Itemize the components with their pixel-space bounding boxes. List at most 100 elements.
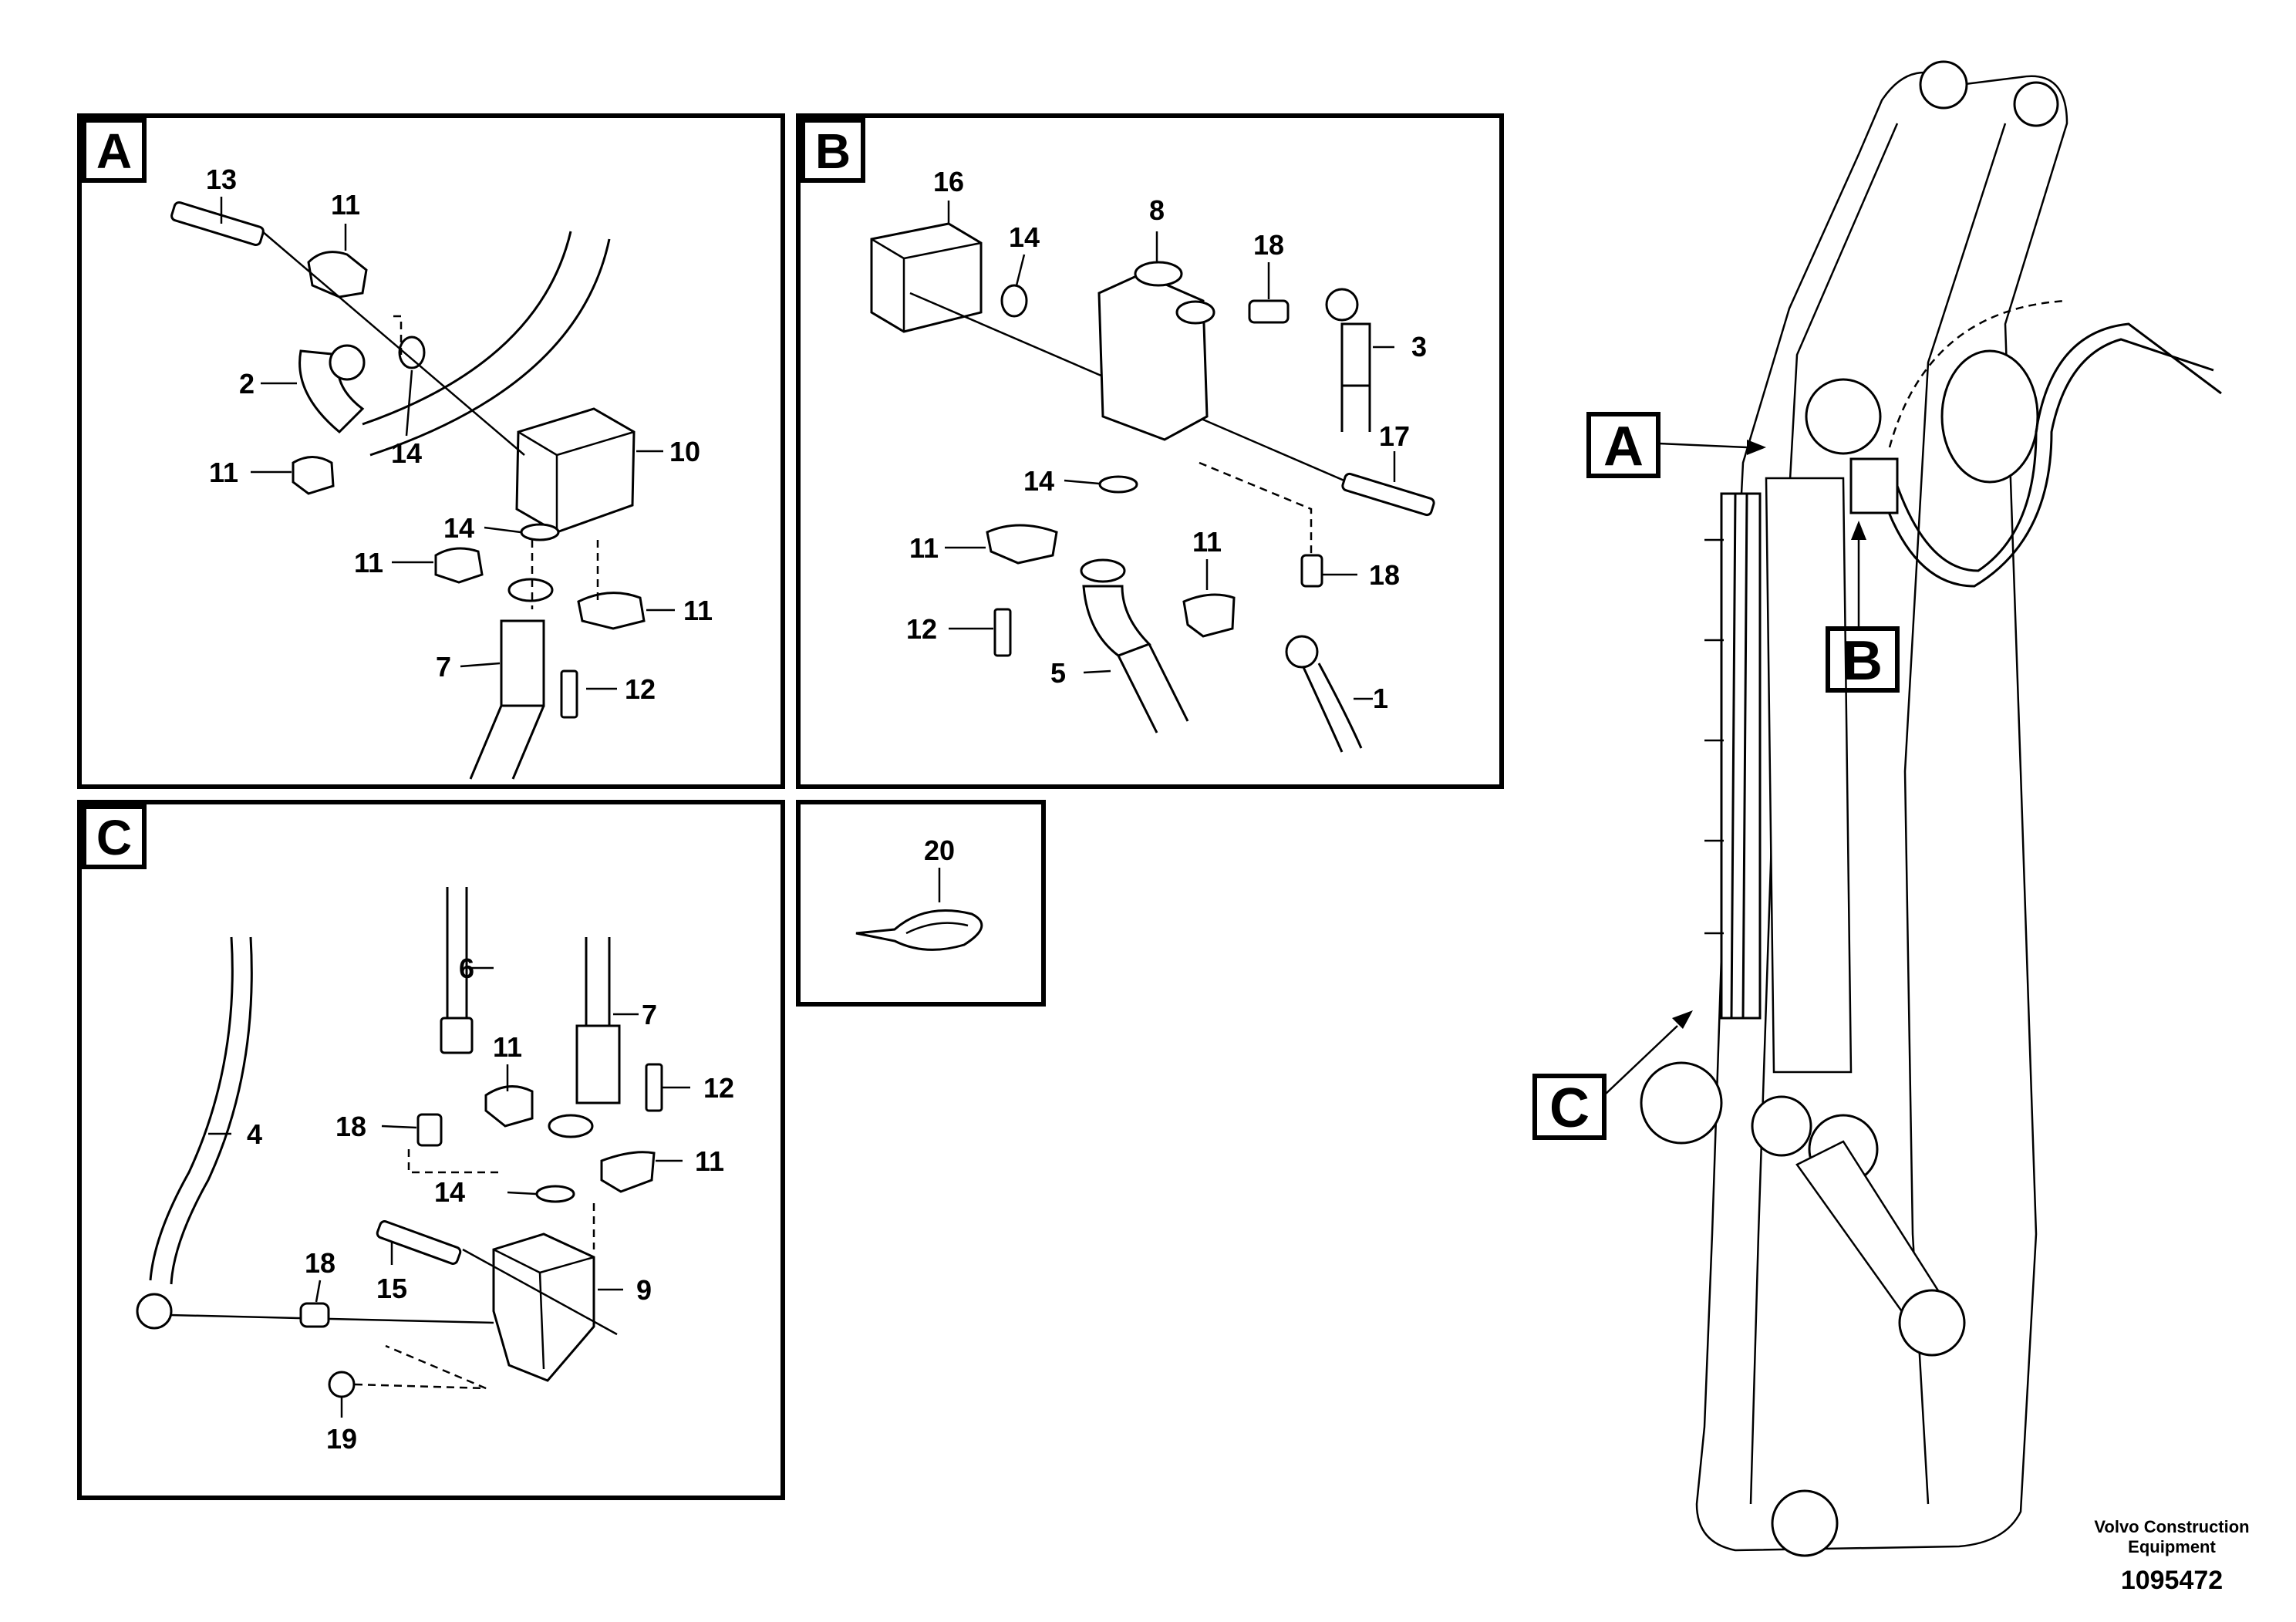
callout-c-box <box>1532 1074 1607 1140</box>
cylinder-upper-mount <box>1805 378 1882 455</box>
cable-tie-20-teeth <box>905 922 969 935</box>
leader-14e <box>507 1191 537 1195</box>
callout-c-arrow <box>1672 1010 1693 1029</box>
label-11: 11 <box>331 189 360 221</box>
panel-c-letter: C <box>96 810 132 865</box>
detail-panel-c: C <box>77 800 785 1500</box>
label-8: 8 <box>1149 194 1165 226</box>
bolt-17 <box>1341 472 1435 517</box>
hose-6-nut <box>440 1017 474 1054</box>
panel-a-letter: A <box>96 123 132 179</box>
panel-a-axis <box>261 231 525 456</box>
leader-5 <box>1083 669 1111 674</box>
label-4: 4 <box>247 1118 262 1150</box>
linkage-pin-lower <box>1898 1289 1966 1357</box>
o-ring-14-lower <box>520 523 560 541</box>
hose-7-ferrule <box>500 619 545 707</box>
detail-panel-a: A <box>77 113 785 789</box>
bolt-15 <box>376 1220 462 1265</box>
panel-c-axis <box>462 1248 618 1336</box>
valve-9-edges <box>493 1248 595 1370</box>
hose-5-elbow <box>1082 585 1151 657</box>
callout-c-line <box>1603 1025 1678 1096</box>
boom-overview: A B C <box>1532 60 2222 1557</box>
label-12: 12 <box>625 673 656 705</box>
hose-5-flange <box>1080 558 1126 583</box>
label-11: 11 <box>493 1031 522 1063</box>
label-14: 14 <box>391 437 422 469</box>
label-12: 12 <box>906 613 937 645</box>
linkage-pin-center <box>1751 1095 1812 1157</box>
fitting-18-lower <box>1300 554 1323 588</box>
hose-1-nut <box>1285 635 1319 669</box>
hose-7-c <box>585 937 611 1026</box>
boom-foot-pin <box>1771 1489 1839 1557</box>
panel-a-frame <box>77 113 785 789</box>
linkage-pin-left <box>1640 1061 1723 1145</box>
screw-12 <box>560 669 578 719</box>
hose-clips <box>1704 538 1724 935</box>
label-12: 12 <box>703 1072 734 1104</box>
callout-b-arrow <box>1851 521 1866 540</box>
label-18: 18 <box>305 1247 335 1279</box>
label-18: 18 <box>1369 559 1400 591</box>
panel-b-letter-box <box>801 118 865 183</box>
leader-7 <box>460 662 501 668</box>
footer-company: Volvo Construction <box>2094 1517 2249 1536</box>
label-18: 18 <box>335 1111 366 1142</box>
callout-a-line <box>1657 442 1748 449</box>
label-16: 16 <box>933 166 964 197</box>
label-11: 11 <box>909 532 939 564</box>
block-16 <box>870 222 983 333</box>
clamp-11-right <box>577 592 646 630</box>
valve-9 <box>492 1233 595 1382</box>
hose-6 <box>446 887 468 1018</box>
leader-14b <box>484 526 521 534</box>
leader-14a <box>405 369 413 437</box>
label-19: 19 <box>326 1423 357 1455</box>
boom-hose-loop-2 <box>1896 322 2222 572</box>
panel-a-dash-2 <box>531 540 599 609</box>
callout-b-letter: B <box>1843 630 1883 692</box>
fitting-18-c-upper <box>416 1113 443 1147</box>
label-18: 18 <box>1253 229 1284 261</box>
hose-7-c-flange <box>548 1114 594 1138</box>
clamp-11-left <box>292 456 335 495</box>
panel-b-frame <box>796 113 1504 789</box>
screw-12-b <box>993 608 1012 657</box>
boom-top-pin <box>1919 60 1968 110</box>
screw-12-c <box>645 1063 663 1112</box>
hose-3 <box>1340 386 1371 432</box>
boom-pivot-plate <box>1940 349 2039 484</box>
callout-b-box <box>1826 626 1900 693</box>
hose-4 <box>149 936 253 1285</box>
label-13: 13 <box>206 164 237 195</box>
hose-1 <box>1302 663 1363 753</box>
label-11: 11 <box>1192 526 1222 558</box>
label-9: 9 <box>636 1274 652 1306</box>
clamp-11-top <box>307 251 368 298</box>
label-17: 17 <box>1379 420 1410 452</box>
label-1: 1 <box>1373 683 1388 714</box>
plug-19 <box>328 1371 356 1398</box>
valve-8-top-port <box>1134 261 1183 287</box>
valve-block-10-edges <box>518 430 635 532</box>
o-ring-14-c <box>535 1185 575 1203</box>
fitting-18 <box>1248 299 1290 324</box>
panel-a-dash-1 <box>393 315 403 355</box>
fitting-18-c-lower <box>299 1302 330 1328</box>
panel-c-axis-lower <box>169 1313 494 1324</box>
label-7: 7 <box>436 651 451 683</box>
panel-a-letter-box <box>82 118 147 183</box>
hose-3-nut <box>1325 288 1359 322</box>
panel-b-letter: B <box>815 123 851 179</box>
boom-top-pin-2 <box>2013 81 2059 127</box>
label-5: 5 <box>1050 657 1066 689</box>
panel-a-hose-curve-2 <box>369 238 611 457</box>
leader-14c <box>1015 254 1026 286</box>
label-20: 20 <box>924 835 955 866</box>
label-11: 11 <box>354 547 383 578</box>
leader-18d <box>315 1280 322 1303</box>
callout-a-letter: A <box>1603 416 1644 477</box>
